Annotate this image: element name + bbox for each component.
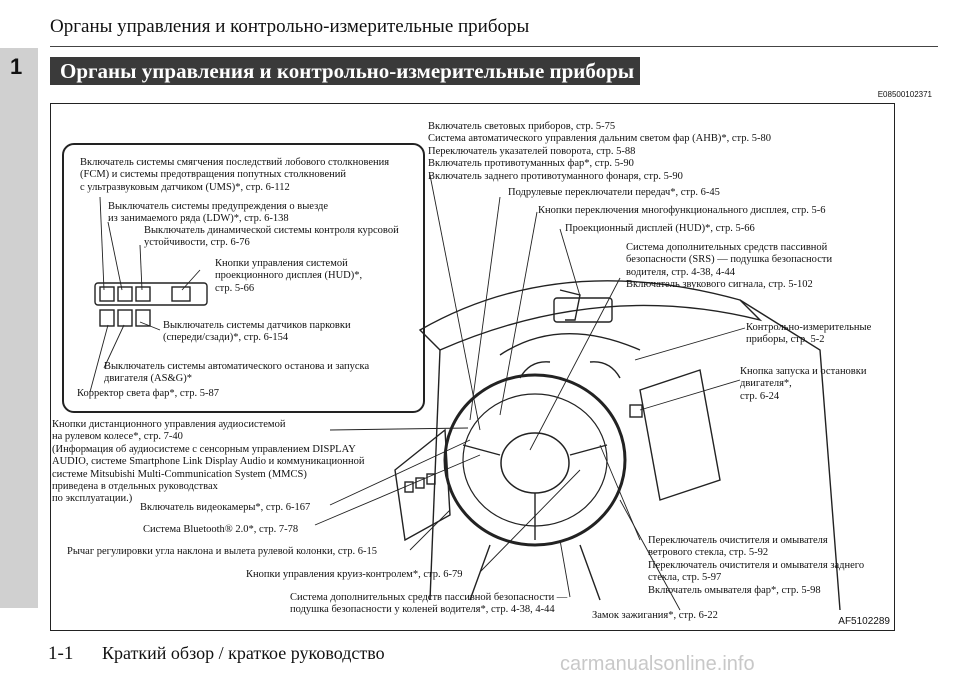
section-header: Органы управления и контрольно-измерител… — [50, 16, 530, 37]
chapter-number: 1 — [10, 54, 23, 79]
label-bluetooth: Система Bluetooth® 2.0*, стр. 7-78 — [143, 524, 299, 535]
header-divider — [50, 46, 938, 47]
cockpit-diagram — [50, 103, 895, 631]
label-hud-buttons: Кнопки управления системой проекционного… — [215, 258, 363, 294]
label-srs-horn: Система дополнительных средств пассивной… — [626, 242, 833, 291]
switch-panel-callout — [62, 143, 425, 413]
chapter-tab — [0, 48, 38, 608]
page-number: 1-1 — [48, 643, 74, 664]
label-asg: Выключатель системы автоматического оста… — [104, 361, 370, 385]
label-ldw: Выключатель системы предупреждения о вые… — [108, 201, 329, 225]
label-headlight-leveling: Корректор света фар*, стр. 5-87 — [77, 388, 219, 399]
label-cruise-control: Кнопки управления круиз-контролем*, стр.… — [246, 569, 463, 580]
label-hud: Проекционный дисплей (HUD)*, стр. 5-66 — [565, 223, 755, 234]
label-ignition-switch: Замок зажигания*, стр. 6-22 — [592, 610, 718, 621]
label-camera-switch: Включатель видеокамеры*, стр. 6-167 — [140, 502, 311, 513]
watermark: carmanualsonline.info — [560, 653, 755, 675]
label-audio-remote: Кнопки дистанционного управления аудиоси… — [52, 419, 365, 505]
label-tilt-telescopic-lever: Рычаг регулировки угла наклона и вылета … — [67, 546, 377, 557]
label-wiper-washer: Переключатель очистителя и омывателя вет… — [648, 535, 865, 596]
figure-id: AF5102289 — [838, 616, 890, 627]
label-multi-display-buttons: Кнопки переключения многофункционального… — [538, 205, 826, 216]
label-asc: Выключатель динамической системы контрол… — [144, 225, 399, 249]
section-banner: Органы управления и контрольно-измерител… — [50, 57, 640, 85]
label-engine-switch: Кнопка запуска и остановки двигателя*, с… — [740, 366, 867, 402]
label-parking-sensors: Выключатель системы датчиков парковки (с… — [163, 320, 351, 344]
label-fcm-ums: Включатель системы смягчения последствий… — [80, 157, 390, 193]
label-paddle-shifters: Подрулевые переключатели передач*, стр. … — [508, 187, 720, 198]
label-lighting-switches: Включатель световых приборов, стр. 5-75 … — [428, 121, 771, 182]
footer-title: Краткий обзор / краткое руководство — [102, 643, 385, 663]
label-instrument-cluster: Контрольно-измерительные приборы, стр. 5… — [746, 322, 872, 346]
document-code: E08500102371 — [877, 90, 932, 99]
label-knee-airbag: Система дополнительных средств пассивной… — [290, 592, 568, 616]
